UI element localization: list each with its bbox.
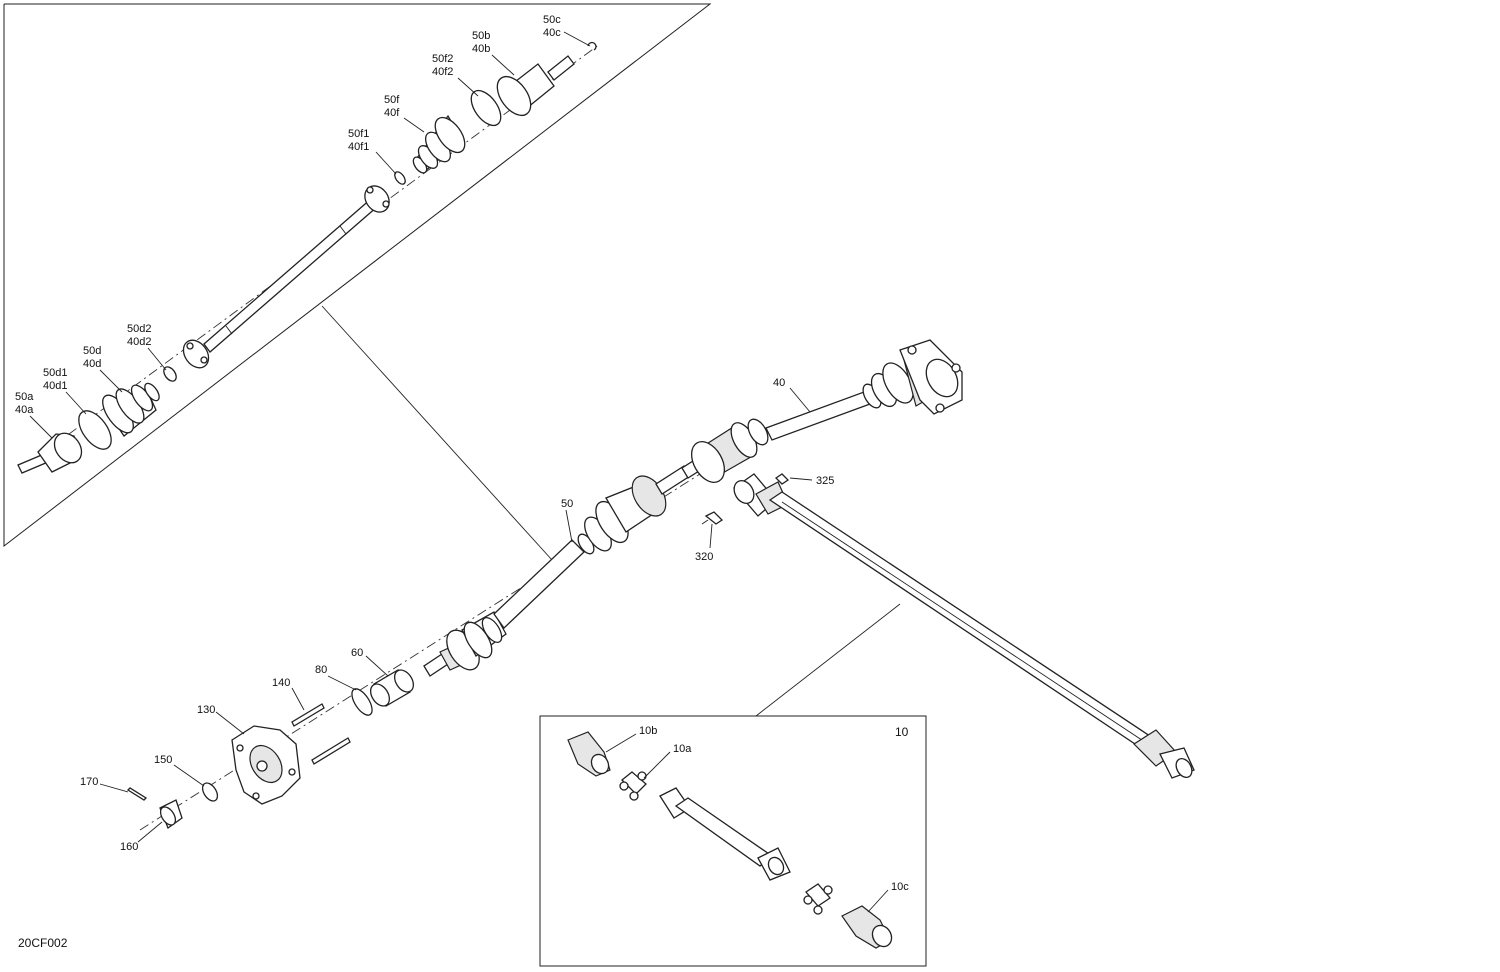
- callout-50: 50: [561, 498, 573, 510]
- callout-50f2: 50f2: [432, 53, 453, 65]
- large-clamp-part: [470, 89, 502, 127]
- callout-150: 150: [154, 754, 172, 766]
- callout-50d: 50d: [83, 345, 101, 357]
- half-shaft-50-part: [493, 539, 585, 629]
- callout-80: 80: [315, 664, 327, 676]
- hub-assembly: [126, 669, 415, 830]
- half-shaft-40-part: [765, 391, 871, 441]
- small-clamp-part-2: [394, 171, 406, 185]
- nut-160-part: [159, 799, 183, 830]
- callout-320: 320: [695, 551, 713, 563]
- yoke-10c-part: [841, 905, 893, 949]
- inner-housing-part: [496, 55, 575, 117]
- inner-spider-part: [364, 185, 390, 213]
- callout-325: 325: [816, 475, 834, 487]
- retaining-ring-80-part: [351, 688, 373, 716]
- bolt-325-part: [774, 473, 790, 485]
- callout-50b: 50b: [472, 30, 490, 42]
- callout-40f: 40f: [384, 107, 400, 119]
- callout-50a: 50a: [15, 391, 34, 403]
- cotter-pin-170-part: [126, 787, 148, 801]
- prop-shaft-rear-yoke-part: [1133, 729, 1195, 779]
- callout-50d2: 50d2: [127, 323, 151, 335]
- clamp-ring-part: [78, 410, 112, 450]
- callout-40d1: 40d1: [43, 380, 67, 392]
- u-joint-rear-part: [803, 883, 833, 915]
- callout-50f1: 50f1: [348, 128, 369, 140]
- callout-40f2: 40f2: [432, 66, 453, 78]
- inset-frame: [539, 715, 927, 967]
- inset-shaft-part: [659, 787, 791, 881]
- outer-cv-joint-part: [17, 432, 83, 474]
- differential-flange-part: [899, 339, 963, 415]
- outer-joint-50-part: [439, 611, 507, 671]
- yoke-10b-part: [567, 731, 611, 777]
- axle-shaft-part: [203, 197, 379, 353]
- callout-40d2: 40d2: [127, 336, 151, 348]
- callout-40c: 40c: [543, 27, 561, 39]
- callout-50f: 50f: [384, 94, 400, 106]
- callout-170: 170: [80, 776, 98, 788]
- inner-joint-40-part: [690, 418, 769, 483]
- callout-60: 60: [351, 647, 363, 659]
- inset-kit-label: 10: [895, 725, 909, 739]
- small-clamp-part: [163, 366, 177, 382]
- callout-40a: 40a: [15, 404, 34, 416]
- main-callouts: 40 325 320 50 60 80 140 130 150 170 160: [80, 377, 834, 853]
- callout-40: 40: [773, 377, 785, 389]
- inset-prop-shaft-kit: 10 10b: [539, 603, 927, 967]
- inner-cv-boot-part: [412, 114, 466, 174]
- callout-10a: 10a: [673, 743, 692, 755]
- callout-40b: 40b: [472, 43, 490, 55]
- main-half-shaft-assembly: [139, 339, 963, 831]
- callout-50c: 50c: [543, 14, 561, 26]
- u-joint-10a-part: [619, 771, 647, 801]
- callout-10b: 10b: [639, 725, 657, 737]
- detail-panel-frame: [3, 3, 712, 561]
- detail-exploded-shaft: [17, 41, 601, 474]
- hub-130-part: [231, 725, 301, 805]
- callout-40f1: 40f1: [348, 141, 369, 153]
- drawing-id: 20CF002: [18, 936, 68, 950]
- callout-160: 160: [120, 841, 138, 853]
- studs-140-part: [291, 703, 351, 765]
- callout-140: 140: [272, 677, 290, 689]
- bolt-320-part: [701, 511, 724, 525]
- circlip-part: [587, 41, 597, 51]
- callout-10c: 10c: [891, 881, 909, 893]
- callout-50d1: 50d1: [43, 367, 67, 379]
- washer-150-part: [201, 782, 219, 802]
- cv-boot-part: [102, 382, 160, 437]
- detail-callouts: 50c 40c 50b 40b 50f2 40f2 50f 40f 50f1 4…: [15, 14, 591, 439]
- tripod-part: [182, 339, 210, 369]
- callout-130: 130: [197, 704, 215, 716]
- propeller-shaft-assembly: [701, 473, 1195, 779]
- callout-40d: 40d: [83, 358, 101, 370]
- bearing-60-part: [369, 669, 415, 707]
